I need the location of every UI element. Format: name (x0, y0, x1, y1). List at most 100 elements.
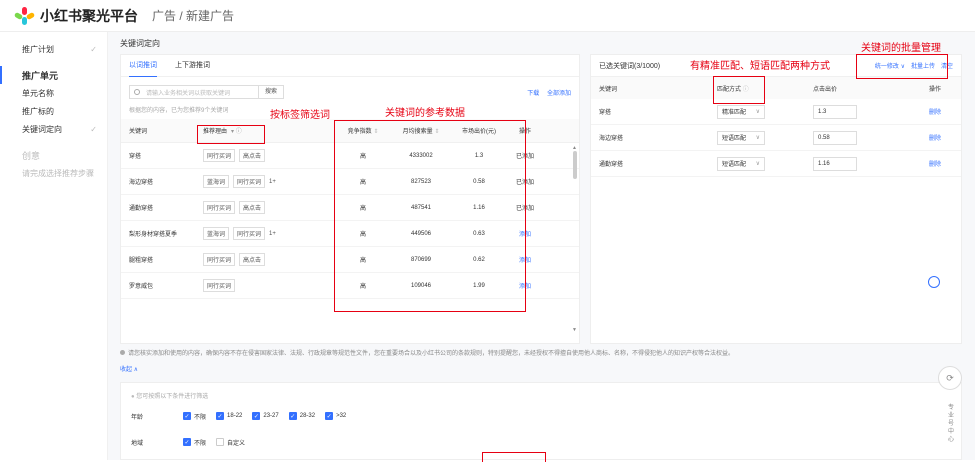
info-icon: ⓘ (742, 86, 749, 93)
sidebar-item-keyword[interactable]: 关键词定向 ✓ (0, 120, 107, 138)
selected-header: 已选关键词(3/1000) 统一修改 ∨ 批量上传 清空 (591, 55, 961, 77)
add-button[interactable]: 添加 (518, 284, 531, 290)
filter-icon[interactable]: ▾ ⓘ (231, 129, 242, 135)
reason-tag: 同行买词 (203, 253, 236, 266)
col-competition[interactable]: 竞争指数 ⇕ (337, 126, 389, 135)
annotation-batch-manage: 关键词的批量管理 (861, 43, 941, 54)
tab-upstream[interactable]: 上下游推词 (175, 61, 210, 69)
sidebar-item-unit-name[interactable]: 单元名称 (0, 84, 107, 102)
age-checkbox[interactable]: ✓23-27 (252, 412, 279, 420)
select-value: 精准匹配 (722, 110, 747, 116)
match-cell: 短语匹配 ∨ (717, 156, 813, 171)
notice-text: 请您核实添加和使用的内容，确保内容不存在侵害国家法律、法规、行政规章等规范性文件… (128, 351, 735, 357)
col-volume[interactable]: 月均搜索量 ⇕ (389, 126, 453, 135)
checkbox-label: 28-32 (299, 413, 316, 419)
checkbox-checked-icon: ✓ (325, 412, 334, 420)
col-reason-label: 推荐理由 (203, 129, 228, 135)
competition-cell: 高 (359, 284, 366, 290)
bid-input[interactable]: 1.3 (813, 104, 857, 119)
keyword-cell: 通勤穿搭 (129, 206, 154, 212)
add-all-link[interactable]: 全部添加 (546, 90, 571, 97)
match-type-select[interactable]: 短语匹配∨ (717, 130, 765, 145)
logo-text[interactable]: 小红书聚光平台 (40, 7, 138, 24)
refresh-icon[interactable]: ⟳ (938, 366, 962, 390)
search-button[interactable]: 搜索 (259, 85, 285, 99)
annotation-tag-filter: 按标签筛选词 (270, 110, 330, 121)
search-input[interactable]: 请输入业务相关词以获取关键词 (129, 85, 259, 99)
logo-icon (13, 6, 36, 25)
sidebar-item-label: 单元名称 (22, 88, 54, 98)
bid-input[interactable]: 1.16 (813, 156, 857, 171)
batch-links: 统一修改 ∨ 批量上传 清空 (875, 61, 953, 70)
scroll-down-icon[interactable]: ▼ (572, 327, 577, 333)
collapse-link[interactable]: 收起 ∧ (120, 367, 139, 373)
sidebar-item-unit[interactable]: 推广单元 (0, 66, 107, 84)
reason-tag: 同行买词 (203, 279, 236, 292)
add-button[interactable]: 添加 (518, 258, 531, 264)
col-label: 月均搜索量 (402, 129, 433, 135)
region-checkbox-any[interactable]: ✓不限 (183, 438, 206, 447)
batch-upload-link[interactable]: 批量上传 (910, 64, 935, 70)
volume-cell: 487541 (410, 204, 432, 211)
match-type-select[interactable]: 短语匹配 ∨ (717, 156, 765, 171)
breadcrumb[interactable]: 广告 / 新建广告 (152, 9, 235, 23)
delete-button[interactable]: 删除 (928, 136, 941, 142)
download-link[interactable]: 下载 (527, 90, 540, 97)
sidebar-item-label: 创意 (22, 150, 41, 161)
scrollbar[interactable] (573, 151, 577, 179)
reason-cell: 同行买词高点击 (197, 201, 337, 214)
reason-tag: 蓝海词 (203, 175, 230, 188)
pro-center-tab[interactable]: 专业号中心 (947, 405, 954, 443)
age-checkbox[interactable]: ✓28-32 (288, 412, 316, 420)
add-button[interactable]: 添加 (518, 232, 531, 238)
age-checkbox[interactable]: ✓不限 (183, 412, 206, 421)
select-value: 短语匹配 (722, 136, 747, 142)
bid-input[interactable]: 0.58 (813, 130, 857, 145)
age-options: ✓不限✓18-22✓23-27✓28-32✓>32 (183, 412, 356, 421)
added-label: 已添加 (515, 206, 534, 212)
reason-cell: 同行买词高点击 (197, 253, 337, 266)
keyword-cell: 穿搭 (599, 110, 612, 116)
keyword-cell: 穿搭 (129, 154, 142, 160)
more-tags[interactable]: 1+ (269, 230, 276, 237)
volume-cell: 870699 (410, 256, 432, 263)
keyword-recommend-panel: 以词推词 上下游推词 请输入业务相关词以获取关键词 搜索 下载 全部添加 根据您… (120, 54, 580, 344)
reason-tag: 高点击 (239, 253, 266, 266)
match-type-select[interactable]: 精准匹配∨ (717, 104, 765, 119)
age-checkbox[interactable]: ✓>32 (325, 412, 346, 420)
tab-word-to-word[interactable]: 以词推词 (129, 55, 157, 77)
scroll-up-icon[interactable]: ▲ (572, 145, 577, 151)
filter-hint-text: 您可按照以下条件进行筛选 (136, 394, 209, 400)
added-label: 已添加 (515, 180, 534, 186)
competition-cell: 高 (359, 258, 366, 264)
region-checkbox-custom[interactable]: 自定义 (216, 438, 245, 447)
assistant-circle-icon[interactable] (928, 276, 940, 288)
tab-bar: 以词推词 上下游推词 (121, 55, 579, 77)
checkbox-checked-icon: ✓ (252, 412, 261, 420)
more-tags[interactable]: 1+ (269, 178, 276, 185)
age-checkbox[interactable]: ✓18-22 (216, 412, 242, 420)
clear-link[interactable]: 清空 (940, 64, 953, 70)
checkbox-checked-icon: ✓ (216, 412, 225, 420)
select-value: 短语匹配 (722, 162, 747, 168)
sidebar-item-creative[interactable]: 创意 (0, 146, 107, 164)
sidebar-item-target[interactable]: 推广标的 (0, 102, 107, 120)
chevron-down-icon: ∨ (755, 161, 760, 167)
col-reason[interactable]: 推荐理由▾ ⓘ (197, 126, 337, 135)
sidebar-item-plan[interactable]: 推广计划 ✓ (0, 40, 107, 58)
top-links: 下载 全部添加 (521, 88, 571, 97)
selected-count: 已选关键词(3/1000) (599, 62, 661, 70)
delete-button[interactable]: 删除 (928, 110, 941, 116)
keyword-cell: 通勤穿搭 (599, 162, 624, 168)
table-row: 穿搭 精准匹配∨ 1.3 删除 (591, 99, 961, 125)
age-label: 年龄 (131, 414, 144, 421)
batch-modify-link[interactable]: 统一修改 ∨ (874, 64, 905, 70)
delete-button[interactable]: 删除 (928, 162, 941, 168)
col-keyword: 关键词 (599, 86, 618, 93)
region-row: 地域 ✓不限 自定义 (121, 432, 961, 452)
checkbox-label: 自定义 (227, 440, 246, 447)
bid-cell: 0.58 (813, 130, 909, 145)
